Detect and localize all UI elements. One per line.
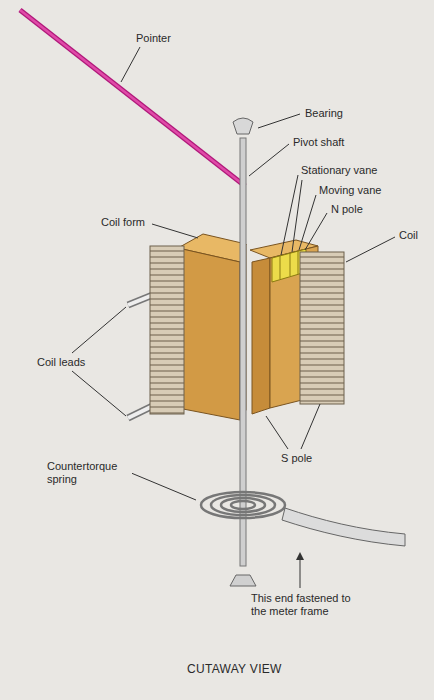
pointer-highlight [20,10,245,186]
coil-winding [150,246,184,414]
bearing [233,118,253,134]
part-label: Coil leads [36,356,86,369]
part-label: N pole [330,203,364,216]
coil-winding [300,252,344,404]
part-label: S pole [280,452,313,465]
part-label: Coil form [100,216,146,229]
part-label: Pivot shaft [292,136,345,149]
coil-form [178,234,246,420]
part-label: Countertorque spring [46,460,132,486]
part-label: Pointer [135,32,172,45]
countertorque-spring [201,492,285,518]
spring-tail [282,508,405,546]
part-label: Moving vane [318,184,382,197]
part-label: Stationary vane [300,164,378,177]
leader-lines [72,47,395,588]
bearing [230,575,256,586]
note-label: This end fastened to the meter frame [250,592,362,618]
part-label: Coil [398,229,419,242]
part-label: Bearing [304,107,344,120]
pointer [20,10,245,186]
caption: CUTAWAY VIEW [187,662,282,676]
